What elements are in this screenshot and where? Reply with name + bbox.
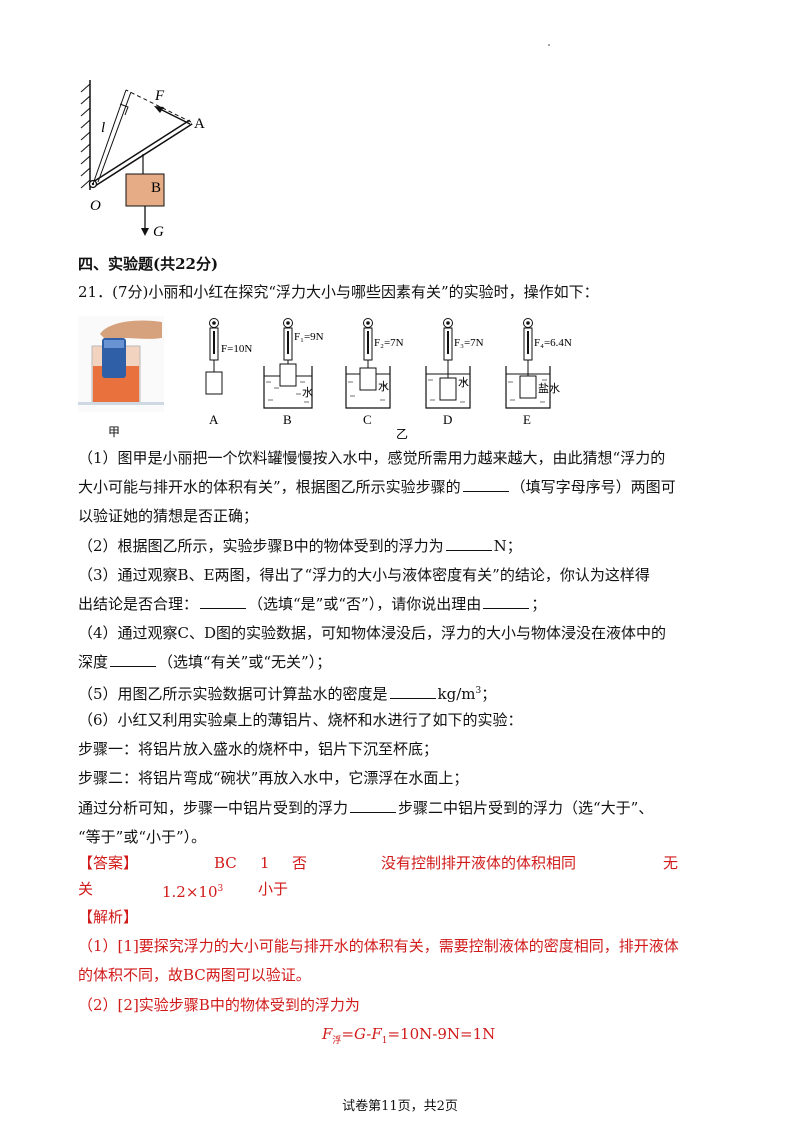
q2-line: （2）根据图乙所示，实验步骤B中的物体受到的浮力为 N； (78, 535, 522, 557)
formula-sub1: 1 (381, 1036, 388, 1046)
answer-6: 1.2×103 (162, 878, 223, 903)
liquid-label-b: 水 (302, 386, 313, 399)
step-letter-d: D (443, 412, 452, 427)
q2-text: （2）根据图乙所示，实验步骤B中的物体受到的浮力为 (78, 537, 444, 555)
q5-end: ； (481, 685, 497, 703)
q4-text-a: 深度 (78, 653, 109, 671)
q3-text-a: 出结论是否合理： (78, 595, 199, 613)
setup-b (263, 318, 313, 409)
setup-c (345, 318, 391, 409)
force-label-b: F₁=9N (294, 331, 324, 343)
q7-line2: “等于”或“小于”）。 (78, 828, 207, 846)
question-stem: 21．(7分)小丽和小红在探究“浮力大小与哪些因素有关”的实验时，操作如下： (78, 283, 599, 301)
q4-line1: （4）通过观察C、D图的实验数据，可知物体浸没后，浮力的大小与物体浸没在液体中的 (78, 624, 667, 642)
analysis-line3: （2）[2]实验步骤B中的物体受到的浮力为 (78, 996, 360, 1014)
q6-step2: 步骤二：将铝片弯成“碗状”再放入水中，它漂浮在水面上； (78, 769, 469, 787)
answer-6-value: 1.2×10 (162, 883, 218, 901)
analysis-line2: 的体积不同，故BC两图可以验证。 (78, 966, 311, 984)
q1-line2-b: （填写字母序号）两图可 (510, 478, 676, 496)
analysis-label: 【解析】 (78, 908, 139, 926)
step-letter-c: C (363, 412, 372, 427)
q7-text-b: 步骤二中铝片受到的浮力（选“大于”、 (398, 799, 654, 817)
q5-line: （5）用图乙所示实验数据可计算盐水的密度是 kg/m3； (78, 680, 496, 705)
lever-figure: F A l B O G (80, 80, 205, 240)
label-G: G (153, 224, 164, 240)
analysis-line1: （1）[1]要探究浮力的大小可能与排开水的体积有关，需要控制液体的密度相同，排开… (78, 937, 679, 955)
answer-5b: 关 (78, 880, 94, 898)
q3-line2: 出结论是否合理： （选填“是”或“否”），请你说出理由 ； (78, 593, 546, 615)
q3-text-c: ； (531, 595, 547, 613)
q1-line2-a: 大小可能与排开水的体积有关”，根据图乙所示实验步骤的 (78, 478, 461, 496)
answer-blank (350, 798, 397, 813)
label-l: l (101, 120, 105, 136)
q1-line3: 以验证她的猜想是否正确； (78, 507, 259, 525)
q3-text-b: （选填“是”或“否”），请你说出理由 (248, 595, 482, 613)
analysis-formula: F浮=G-F1=10N-9N=1N (322, 1023, 495, 1052)
label-A: A (194, 116, 205, 132)
liquid-label-d: 水 (458, 376, 469, 389)
page-speck (548, 44, 550, 46)
q7-line1: 通过分析可知，步骤一中铝片受到的浮力 步骤二中铝片受到的浮力（选“大于”、 (78, 797, 653, 819)
force-label-d: F₃=7N (454, 337, 484, 349)
answer-7: 小于 (258, 880, 289, 898)
page-footer: 试卷第11页，共2页 (342, 1099, 458, 1114)
liquid-label-e: 盐水 (538, 382, 560, 395)
answer-blank (389, 684, 436, 699)
liquid-label-c: 水 (378, 380, 389, 393)
step-letter-b: B (283, 412, 292, 427)
answer-label: 【答案】 (78, 854, 139, 872)
answer-blank (483, 594, 530, 609)
q6-step1: 步骤一：将铝片放入盛水的烧杯中，铝片下沉至杯底； (78, 740, 439, 758)
label-O: O (90, 198, 101, 214)
figure-yi: F=10N F₁=9N F₂=7N F₃=7N F₄=6.4N 水 水 水 盐水… (205, 318, 572, 441)
step-letter-a: A (209, 412, 219, 427)
setup-e (505, 318, 551, 409)
q2-unit: N； (493, 537, 522, 555)
formula-sub: 浮 (332, 1036, 342, 1046)
photo-jia (78, 316, 164, 412)
answer-1: BC (214, 854, 237, 872)
force-label-c: F₂=7N (374, 337, 404, 349)
fig-jia-caption: 甲 (108, 425, 121, 439)
q5-unit: kg/m (437, 685, 476, 703)
answer-3: 否 (292, 854, 308, 872)
fig-yi-caption: 乙 (396, 427, 408, 441)
q4-text-b: （选填“有关”或“无关”）； (158, 653, 332, 671)
setup-a (205, 318, 223, 395)
q5-unit-sup: 3 (475, 686, 482, 696)
q5-text: （5）用图乙所示实验数据可计算盐水的密度是 (78, 685, 388, 703)
q7-text-a: 通过分析可知，步骤一中铝片受到的浮力 (78, 799, 349, 817)
formula-F: F (322, 1025, 333, 1043)
q1-line2: 大小可能与排开水的体积有关”，根据图乙所示实验步骤的 （填写字母序号）两图可 (78, 476, 676, 498)
q3-line1: （3）通过观察B、E两图，得出了“浮力的大小与液体密度有关”的结论，你认为这样得 (78, 566, 650, 584)
q6-line: （6）小红又利用实验桌上的薄铝片、烧杯和水进行了如下的实验： (78, 711, 523, 729)
answer-4: 没有控制排开液体的体积相同 (381, 854, 577, 872)
force-label-e: F₄=6.4N (534, 337, 572, 349)
answer-blank (445, 536, 492, 551)
answer-5a: 无 (663, 854, 679, 872)
answer-6-sup: 3 (217, 884, 224, 894)
section-title: 四、实验题(共22分) (78, 255, 219, 273)
answer-blank (462, 477, 509, 492)
q1-line1: （1）图甲是小丽把一个饮料罐慢慢按入水中，感觉所需用力越来越大，由此猜想“浮力的 (78, 449, 666, 467)
answer-2: 1 (260, 854, 270, 872)
setup-d (425, 318, 471, 409)
step-letter-e: E (523, 412, 531, 427)
label-F: F (154, 88, 165, 104)
answer-blank (200, 594, 247, 609)
answer-blank (110, 652, 157, 667)
formula-tail: =10N-9N=1N (387, 1025, 496, 1043)
q4-line2: 深度 （选填“有关”或“无关”）； (78, 651, 331, 673)
label-B: B (151, 180, 161, 196)
formula-rest: =G-F (341, 1025, 382, 1043)
force-label-a: F=10N (221, 343, 252, 355)
